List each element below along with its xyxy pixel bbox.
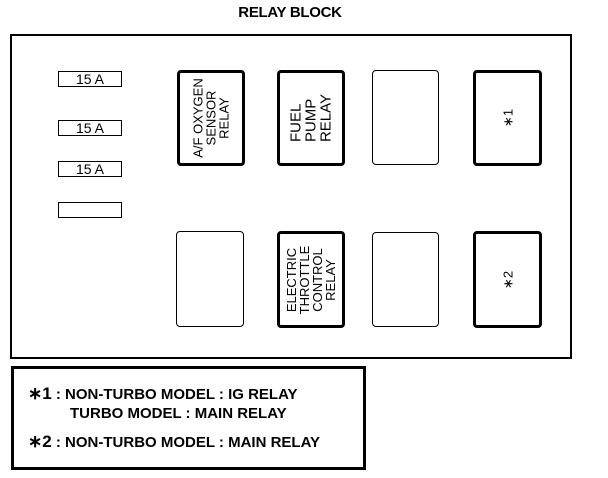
etc-relay-label: ELECTRIC THROTTLE CONTROL RELAY	[284, 245, 338, 314]
fuse-2: 15 A	[58, 120, 122, 136]
label-line: FUEL	[287, 103, 305, 143]
electric-throttle-control-relay: ELECTRIC THROTTLE CONTROL RELAY	[277, 231, 345, 328]
af-oxygen-sensor-relay-label: A/F OXYGEN SENSOR RELAY	[191, 78, 232, 157]
legend-item-2: ∗2 : NON-TURBO MODEL : MAIN RELAY	[28, 432, 320, 452]
fuse-4-empty	[58, 202, 122, 218]
legend-box: ∗1 : NON-TURBO MODEL : IG RELAY TURBO MO…	[11, 366, 366, 470]
fuel-pump-relay: FUEL PUMP RELAY	[277, 70, 345, 166]
fuse-1: 15 A	[58, 71, 122, 87]
legend-text: : NON-TURBO MODEL : IG RELAY	[51, 386, 298, 403]
relay-block-outline	[10, 34, 572, 359]
legend-item-1-continued: TURBO MODEL : MAIN RELAY	[70, 405, 287, 422]
label-line: RELAY	[323, 258, 338, 301]
relay-star-2: ∗2	[473, 231, 542, 328]
asterisk-2-mark: ∗2	[28, 432, 52, 451]
relay-star-2-label: ∗2	[500, 270, 515, 289]
diagram-title: RELAY BLOCK	[238, 4, 342, 21]
label-line: RELAY	[317, 93, 335, 143]
fuel-pump-relay-label: FUEL PUMP RELAY	[287, 93, 335, 143]
label-line: PUMP	[302, 98, 320, 143]
legend-text: TURBO MODEL : MAIN RELAY	[70, 405, 287, 422]
relay-star-1: ∗1	[473, 70, 542, 166]
relay-star-1-label: ∗1	[500, 108, 515, 128]
legend-item-1: ∗1 : NON-TURBO MODEL : IG RELAY	[28, 384, 298, 404]
af-oxygen-sensor-relay: A/F OXYGEN SENSOR RELAY	[177, 70, 245, 166]
legend-text: : NON-TURBO MODEL : MAIN RELAY	[51, 434, 321, 451]
fuse-3: 15 A	[58, 161, 122, 177]
empty-relay-slot-top	[372, 70, 439, 165]
empty-relay-slot-bottom-left	[176, 231, 244, 327]
label-line: RELAY	[216, 97, 232, 139]
asterisk-1-mark: ∗1	[28, 384, 52, 403]
empty-relay-slot-bottom	[372, 232, 439, 327]
